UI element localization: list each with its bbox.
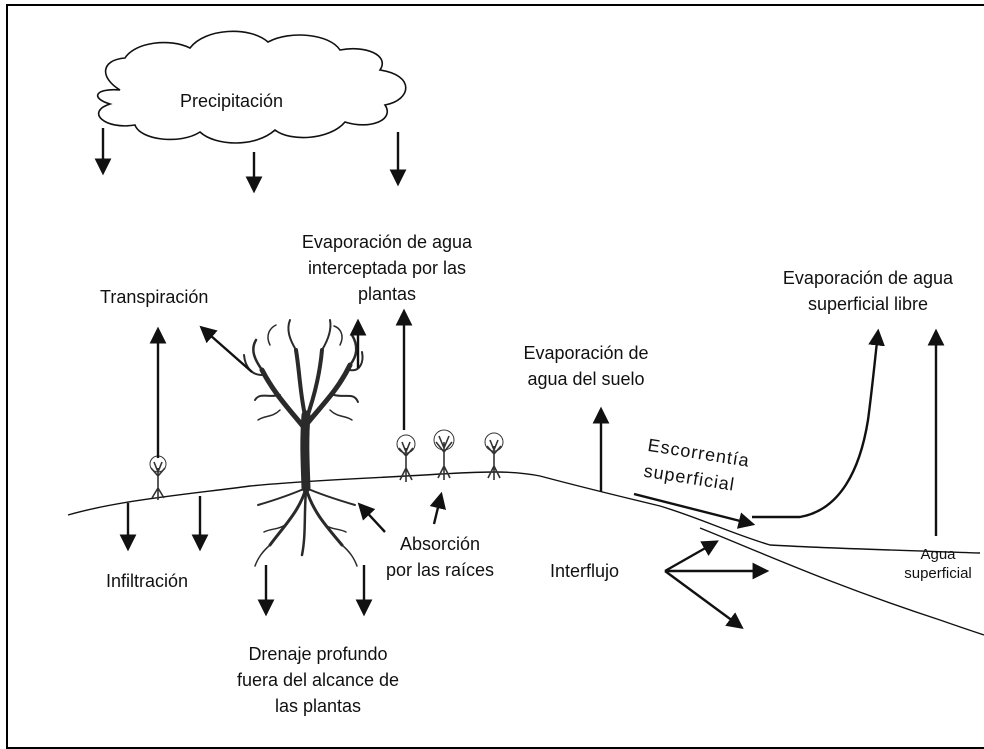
root-absorption-arrow-1 xyxy=(357,502,386,533)
surface-water-label: Agua superficial xyxy=(893,545,983,583)
small-plant xyxy=(396,434,416,482)
free-water-evaporation-line-2: superficial libre xyxy=(807,294,929,314)
free-water-evaporation-line-1: Evaporación de agua xyxy=(782,268,954,288)
small-plant xyxy=(149,455,167,500)
precipitation-arrows xyxy=(94,128,407,194)
small-plant xyxy=(484,432,504,480)
small-plants xyxy=(149,429,504,500)
infiltration-label: Infiltración xyxy=(106,571,189,591)
deep-drainage-line-3: las plantas xyxy=(274,696,362,716)
intercepted-evaporation-label: Evaporación de agua interceptada por las… xyxy=(267,229,507,307)
transpiration-arrow-diagonal xyxy=(199,325,253,373)
root-absorption-line-1: Absorción xyxy=(399,534,481,554)
intercepted-evaporation-line-2: interceptada por las xyxy=(307,258,467,278)
free-water-evaporation-label: Evaporación de agua superficial libre xyxy=(758,265,978,317)
cloud-shape xyxy=(96,30,407,144)
tree-illustration xyxy=(243,319,364,567)
soil-evaporation-line-2: agua del suelo xyxy=(527,369,645,389)
surface-water-line-1: Agua xyxy=(920,546,956,563)
deep-drainage-label: Drenaje profundo fuera del alcance de la… xyxy=(208,641,428,719)
ground-line xyxy=(67,471,981,554)
interflow-arrow-down xyxy=(664,570,744,629)
transpiration-label: Transpiración xyxy=(100,287,209,307)
interflow-label: Interflujo xyxy=(550,561,620,581)
precipitation-label: Precipitación xyxy=(180,91,284,111)
intercepted-evaporation-line-3: plantas xyxy=(357,284,417,304)
soil-evaporation-label: Evaporación de agua del suelo xyxy=(496,340,676,392)
intercepted-evaporation-line-1: Evaporación de agua xyxy=(301,232,473,252)
runoff-arrow xyxy=(633,492,756,529)
interflow-arrow-up xyxy=(664,540,719,573)
soil-evaporation-line-1: Evaporación de xyxy=(523,343,649,363)
water-body-line xyxy=(699,527,984,636)
deep-drainage-line-1: Drenaje profundo xyxy=(248,644,388,664)
deep-drainage-line-2: fuera del alcance de xyxy=(236,670,400,690)
surface-water-line-2: superficial xyxy=(904,565,972,582)
small-plant xyxy=(433,429,455,480)
root-absorption-line-2: por las raíces xyxy=(385,560,495,580)
runoff-evaporation-curve xyxy=(752,328,885,519)
process-arrows xyxy=(119,308,945,629)
root-absorption-arrow-2 xyxy=(429,491,447,525)
root-absorption-label: Absorción por las raíces xyxy=(365,531,515,583)
